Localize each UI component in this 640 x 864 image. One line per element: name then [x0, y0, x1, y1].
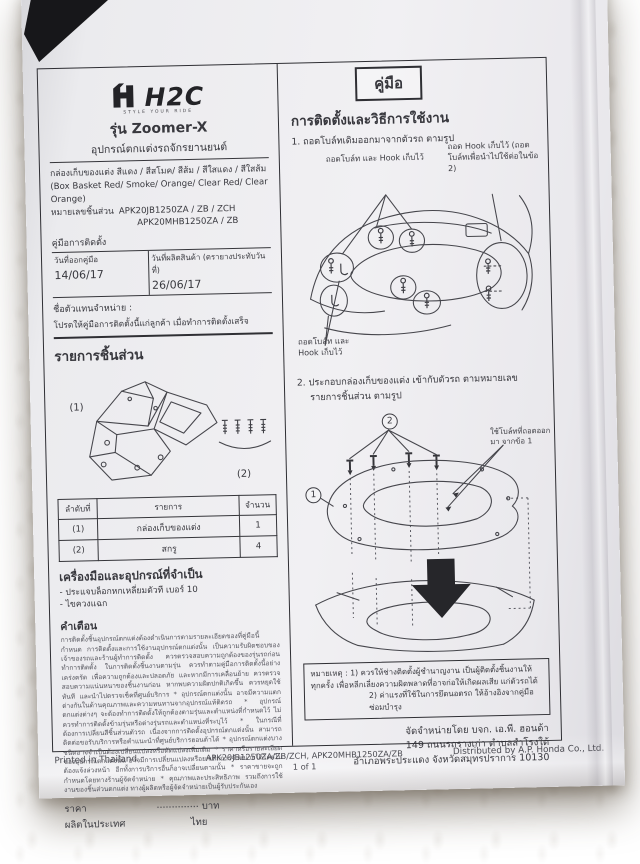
brand-logo-text: H2C — [144, 81, 205, 112]
row2-item: สกรู — [98, 536, 241, 561]
price-label: ราคา — [64, 803, 87, 816]
issue-date-value: 14/06/17 — [54, 267, 104, 282]
mfg-date-label: วันที่ผลิตสินค้า (ตรายางประทับวันที่) — [151, 250, 266, 275]
h2c-logo-icon — [113, 83, 134, 108]
col-index: ลำดับที่ — [57, 498, 98, 520]
remove-bolts-drawing — [310, 193, 533, 346]
dealer-note: โปรดให้คู่มือการติดตั้งนี้แก่ลูกค้า เมื่… — [53, 312, 273, 339]
made-in-value: ไทย — [190, 817, 208, 829]
fig2-bolt-note: ใช้โบล์ทที่ถอดออกมา จากข้อ 1 — [489, 425, 551, 447]
parts-list-title: รายการชิ้นส่วน — [54, 346, 144, 365]
left-column: H2C STYLE YOUR RIDE รุ่น Zoomer-X อุปกรณ… — [37, 63, 294, 831]
content-frame: H2C STYLE YOUR RIDE รุ่น Zoomer-X อุปกรณ… — [36, 56, 563, 831]
manual-page: คู่มือ H2C STYLE YOUR RIDE รุ่น Zoomer-X… — [20, 0, 626, 831]
price-unit: บาท — [201, 800, 220, 813]
row1-index: (1) — [58, 518, 99, 541]
figure-label-1: (1) — [69, 402, 84, 414]
parts-figure: (1) (2) — [54, 364, 276, 497]
assembly-drawing — [315, 429, 535, 652]
fig1-label-top-right: ถอด Hook เก็บไว้ (ถอดโบล์ทเพื่อนำไปใช้ต่… — [447, 140, 539, 173]
issue-date-label: วันที่ออกคู่มือ — [53, 254, 99, 265]
fig1-label-bottom-left: ถอดโบล์ท และ Hook เก็บไว้ — [297, 336, 350, 358]
table-row: (2) สกรู 4 — [58, 535, 278, 562]
step1-figure: ถอดโบล์ท และ Hook เก็บไว้ ถอด Hook เก็บไ… — [292, 140, 543, 362]
figure-label-2: (2) — [236, 468, 252, 480]
issue-date-cell: วันที่ออกคู่มือ 14/06/17 — [52, 251, 149, 297]
row1-qty: 1 — [239, 514, 277, 537]
made-in-label: ผลิตในประเทศ — [64, 819, 126, 832]
part-number-2: APK20MHB1250ZA / ZB — [137, 216, 239, 229]
install-section-title: การติดตั้งและวิธีการใช้งาน — [290, 110, 450, 130]
parts-table: ลำดับที่ รายการ จำนวน (1) กล่องเก็บของแต… — [57, 494, 278, 562]
col-qty: จำนวน — [238, 494, 277, 516]
printed-in: Printed in Thailand — [54, 754, 138, 767]
price-dots: .............. — [156, 799, 199, 812]
date-table: วันที่ออกคู่มือ 14/06/17 วันที่ผลิตสินค้… — [51, 246, 272, 298]
note-box: หมายเหตุ : 1) ควรให้ช่างติดตั้งผู้ชำนาญง… — [303, 657, 551, 721]
step2-figure: 2 1 ใช้โบล์ทที่ถอดออกมา จากข้อ 1 — [297, 402, 551, 660]
mfg-date-cell: วันที่ผลิตสินค้า (ตรายางประทับวันที่) 26… — [148, 247, 272, 295]
brand-logo: H2C — [48, 72, 268, 111]
right-column: การติดตั้งและวิธีการใช้งาน 1. ถอดโบล์ทเด… — [278, 58, 561, 768]
note-line-3: 2) ค่าแรงที่ใช้ในการยึดนอตรถ ให้อ้างอิงจ… — [368, 687, 534, 713]
footer-codes: APK20JB1250ZA/ZB/ZCH, APK20MHB1250ZA/ZB … — [174, 748, 434, 777]
page-subtitle: อุปกรณ์ตกแต่งรถจักรยานยนต์ — [49, 137, 269, 164]
row2-qty: 4 — [239, 535, 278, 557]
row2-index: (2) — [58, 539, 99, 562]
page-number: 1 of 1 — [292, 761, 317, 773]
box-basket-drawing — [89, 380, 272, 481]
fig1-label-top-left: ถอดโบล์ท และ Hook เก็บไว้ — [325, 152, 424, 164]
mfg-date-value: 26/06/17 — [151, 277, 202, 292]
part-number-label: หมายเลขชิ้นส่วน — [50, 206, 114, 218]
